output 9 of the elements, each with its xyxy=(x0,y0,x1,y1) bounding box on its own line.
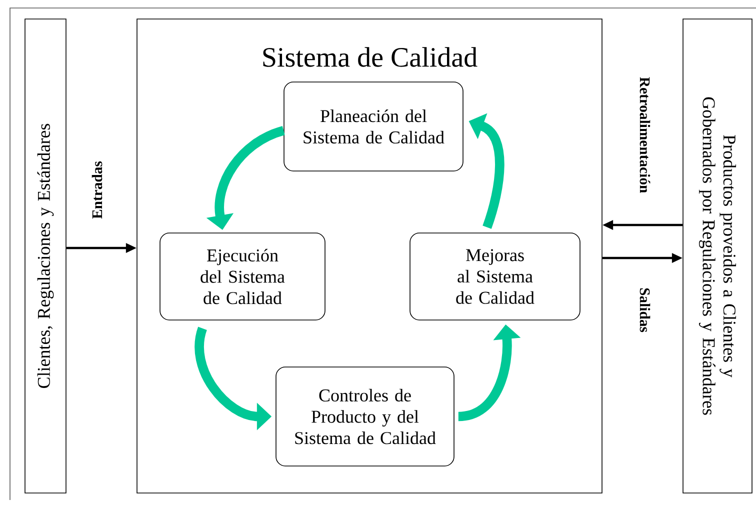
process-box: Ejecución del Sistema de Calidad xyxy=(160,232,326,320)
process-box: Mejoras al Sistema de Calidad xyxy=(410,232,580,320)
edge-label: Retroalimentación xyxy=(640,77,650,193)
input-box: Clientes, Regulaciones y Estándares xyxy=(24,18,66,494)
output-box: Productos proveidos a Clientes y Gobernados por Regulaciones y Estándares xyxy=(682,18,752,494)
process-box: Controles de Producto y del Sistema de Calidad xyxy=(276,366,454,466)
edge-label: Entradas xyxy=(92,161,102,219)
process-box: Planeación del Sistema de Calidad xyxy=(284,82,464,172)
edge-label: Salidas xyxy=(640,288,650,332)
